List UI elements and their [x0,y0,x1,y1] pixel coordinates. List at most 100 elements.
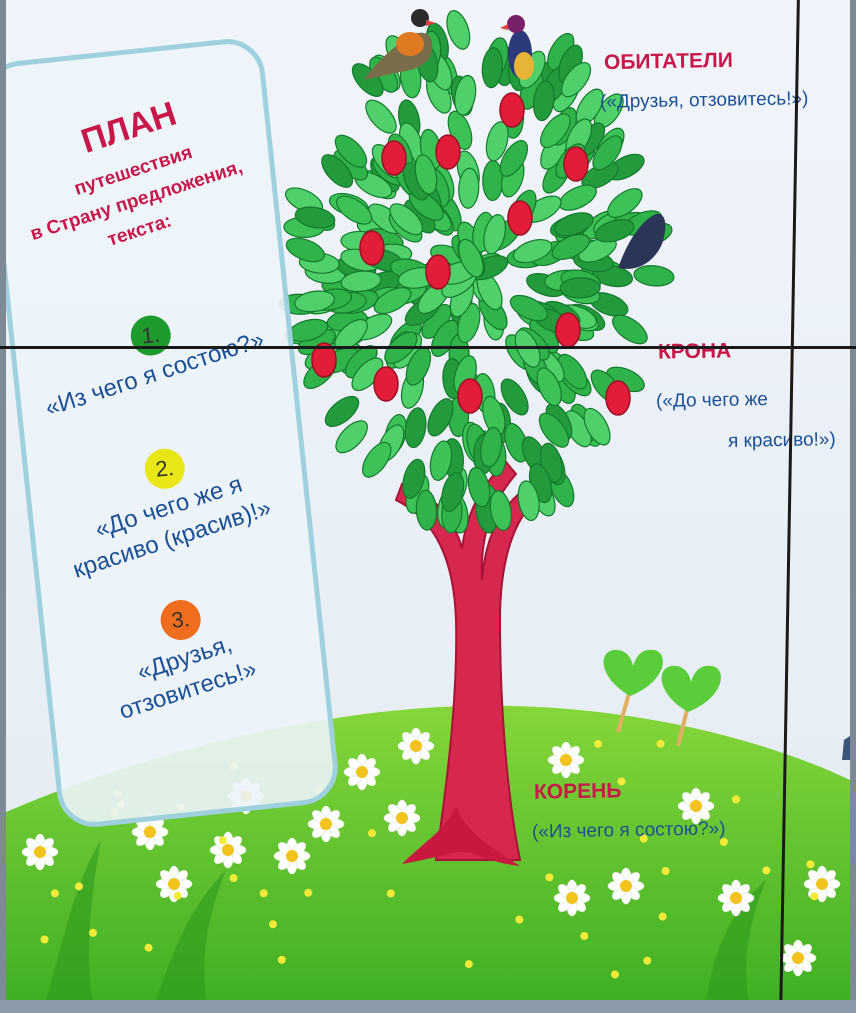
leaf [389,203,424,236]
leaf [441,471,465,513]
apple [435,134,461,170]
leaf [404,407,427,449]
daisy [607,867,645,905]
daisy [677,787,715,825]
daisy [307,805,345,843]
dot [259,889,268,898]
leaf [467,466,491,508]
daisy [803,865,841,903]
leaf [446,10,471,50]
dot [277,955,286,964]
leaf [594,219,635,243]
apple [359,230,385,266]
step-3-badge: 3. [158,597,203,642]
grass-blades [46,840,766,1000]
dot [810,892,819,901]
dot [658,912,667,921]
bird-right [618,213,666,269]
seam-horizontal [0,346,856,349]
bird-middle [500,15,534,80]
apple [605,380,631,416]
bottom-frame [0,1000,856,1013]
leaf [373,287,412,315]
leaf [551,233,590,260]
dot [656,739,665,748]
apple [381,140,407,176]
dot [173,891,182,900]
leaf [561,61,592,98]
leaf [414,154,438,195]
dot [88,928,97,937]
leaf [427,398,454,437]
dot [304,888,313,897]
leaf [500,378,529,416]
leaf [429,440,453,481]
dot [268,920,277,929]
inhabitants-text: («Друзья, отзовитесь!») [599,88,809,113]
leaf [489,490,512,531]
daisy [155,865,193,903]
dot [594,739,603,748]
dot [719,837,728,846]
daisy [343,753,381,791]
apple [555,312,581,348]
leaf [633,265,675,287]
dot [806,860,815,869]
leaf [540,113,571,149]
root-text: («Из чего я состою?») [531,818,726,843]
apple [373,366,399,402]
leaf [583,407,611,446]
leaf [458,238,484,278]
leaf [592,135,623,171]
leaf [324,395,360,427]
apple [311,342,337,378]
daisy [397,727,435,765]
crown-text-line-1: («До чего же [655,389,769,412]
leaf [334,134,368,168]
leaf [499,140,529,177]
leaf [532,80,555,122]
apples [311,92,631,416]
daisy [553,879,591,917]
tree-roots [402,806,520,866]
slide: ПЛАН путешествия в Страну предложения, т… [6,0,850,1000]
apple [425,254,451,290]
root-title: КОРЕНЬ [533,779,622,804]
leaf [335,420,368,454]
tree-trunk [394,460,538,861]
daisy [21,833,59,871]
daisy [273,837,311,875]
tree-crown [278,10,675,534]
edge-icon [842,736,850,760]
dot [661,866,670,875]
inhabitants-title: ОБИТАТЕЛИ [603,48,733,75]
leaf [512,239,553,264]
leaf [402,458,426,499]
step-1-badge: 1. [128,313,173,358]
leaf [415,489,438,531]
dot [639,834,648,843]
dot [229,874,238,883]
leaf [340,270,382,293]
leaf [554,212,594,237]
leaf [517,480,540,522]
dot [144,943,153,952]
apple [457,378,483,414]
apple [563,146,589,182]
dot [386,889,395,898]
daisy [209,831,247,869]
dot [75,882,84,891]
dot [40,935,49,944]
leaf [559,277,601,299]
dot [218,836,227,845]
crown-title: КРОНА [657,339,732,364]
daisy [779,939,817,977]
leaf [480,426,503,468]
dot [50,889,59,898]
dot [610,970,619,979]
leaf [485,121,509,162]
leaf [509,294,548,322]
leaf [607,188,643,218]
leaf [483,214,507,255]
leaf [294,290,336,313]
